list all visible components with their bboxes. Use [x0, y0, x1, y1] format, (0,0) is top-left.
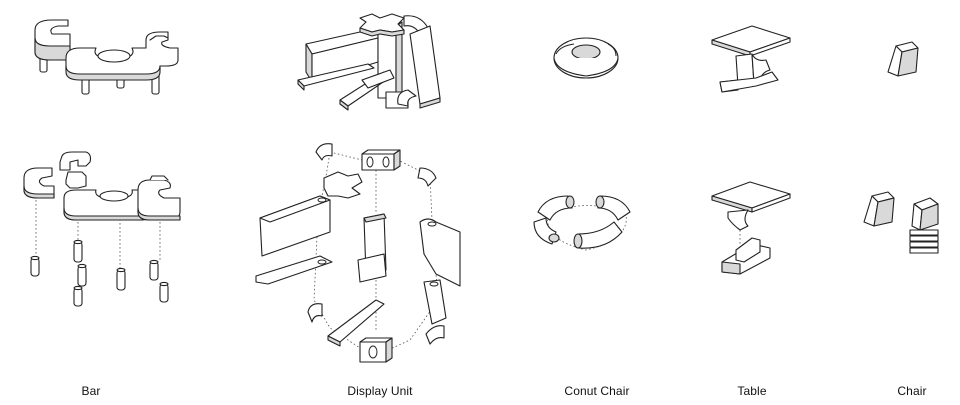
label-chair: Chair: [897, 384, 927, 398]
chair-exploded: [863, 191, 939, 254]
label-bar: Bar: [81, 384, 101, 398]
display-unit-exploded: [255, 143, 461, 363]
conut-chair-assembled: [553, 37, 619, 79]
bar-assembled: [34, 19, 179, 95]
bar-legs: [30, 239, 169, 307]
bar-exploded: [23, 151, 181, 307]
conut-chair-exploded: [533, 195, 631, 251]
table-exploded: [711, 181, 791, 275]
display-unit-assembled: [297, 13, 441, 111]
table-assembled: [711, 25, 791, 93]
label-display-unit: Display Unit: [347, 384, 413, 398]
label-conut-chair: Conut Chair: [564, 384, 630, 398]
chair-assembled: [887, 41, 919, 77]
label-table: Table: [737, 384, 767, 398]
